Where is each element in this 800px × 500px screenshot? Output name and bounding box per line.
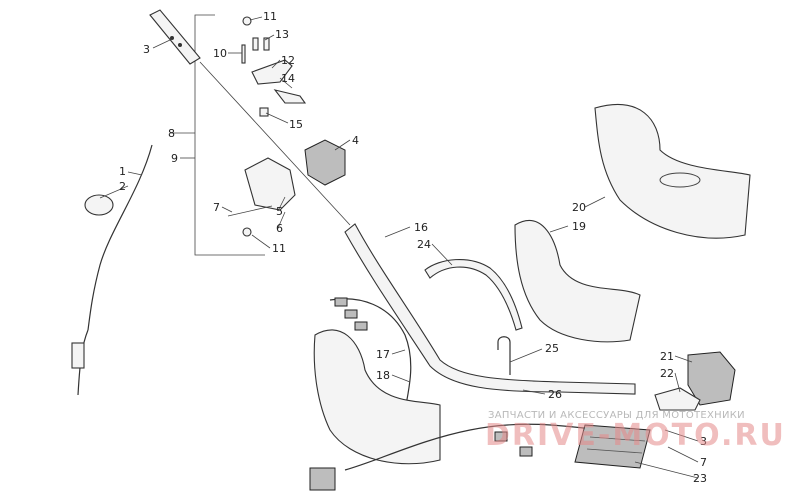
callout-24: 24 bbox=[417, 238, 431, 251]
wiring-harness bbox=[329, 297, 412, 411]
heater-element bbox=[574, 424, 651, 469]
callout-25: 25 bbox=[545, 342, 559, 355]
callout-numbers: 3 11 13 10 12 14 15 4 8 9 1 2 7 5 6 11 1… bbox=[119, 10, 707, 485]
left-switch-housing bbox=[227, 139, 346, 237]
callout-11: 11 bbox=[263, 10, 277, 23]
callout-9: 9 bbox=[171, 152, 178, 165]
callout-14: 14 bbox=[281, 72, 295, 85]
watermark-site: DRIVE-MOTO.RU bbox=[485, 418, 786, 453]
callout-15: 15 bbox=[289, 118, 303, 131]
callout-22: 22 bbox=[660, 367, 674, 380]
callout-16: 16 bbox=[414, 221, 428, 234]
callout-10: 10 bbox=[213, 47, 227, 60]
right-switch-housing bbox=[654, 351, 736, 411]
callout-6: 6 bbox=[276, 222, 283, 235]
watermark-tagline: ЗАПЧАСТИ И АКСЕССУАРЫ ДЛЯ МОТОТЕХНИКИ bbox=[488, 410, 745, 421]
left-axis-line bbox=[199, 61, 351, 226]
callout-7: 7 bbox=[213, 201, 220, 214]
callout-1: 1 bbox=[119, 165, 126, 178]
crossbar bbox=[424, 258, 523, 331]
callout-5: 5 bbox=[276, 205, 283, 218]
callout-4: 4 bbox=[352, 134, 359, 147]
leader-lines bbox=[99, 16, 699, 479]
lower-harness bbox=[309, 423, 601, 491]
callout-19: 19 bbox=[572, 220, 586, 233]
handlebar-pad bbox=[594, 103, 751, 239]
left-grip bbox=[149, 9, 201, 65]
pad-19 bbox=[514, 219, 641, 343]
callout-20: 20 bbox=[572, 201, 586, 214]
callout-8: 8 bbox=[168, 127, 175, 140]
callout-21: 21 bbox=[660, 350, 674, 363]
watermark: ЗАПЧАСТИ И АКСЕССУАРЫ ДЛЯ МОТОТЕХНИКИ DR… bbox=[485, 410, 786, 453]
callout-11: 11 bbox=[272, 242, 286, 255]
handlebar bbox=[344, 223, 636, 395]
callout-13: 13 bbox=[275, 28, 289, 41]
callout-17: 17 bbox=[376, 348, 390, 361]
callout-2: 2 bbox=[119, 180, 126, 193]
callout-12: 12 bbox=[281, 54, 295, 67]
callout-18: 18 bbox=[376, 369, 390, 382]
callout-7: 7 bbox=[700, 456, 707, 469]
callout-3: 3 bbox=[143, 43, 150, 56]
bracket-8-9 bbox=[170, 14, 265, 256]
u-bolt bbox=[497, 336, 511, 375]
brake-lever-hardware bbox=[241, 16, 307, 117]
pad-18 bbox=[313, 329, 441, 465]
callout-26: 26 bbox=[548, 388, 562, 401]
throttle-cable bbox=[71, 144, 153, 396]
callout-3: 3 bbox=[700, 435, 707, 448]
callout-23: 23 bbox=[693, 472, 707, 485]
